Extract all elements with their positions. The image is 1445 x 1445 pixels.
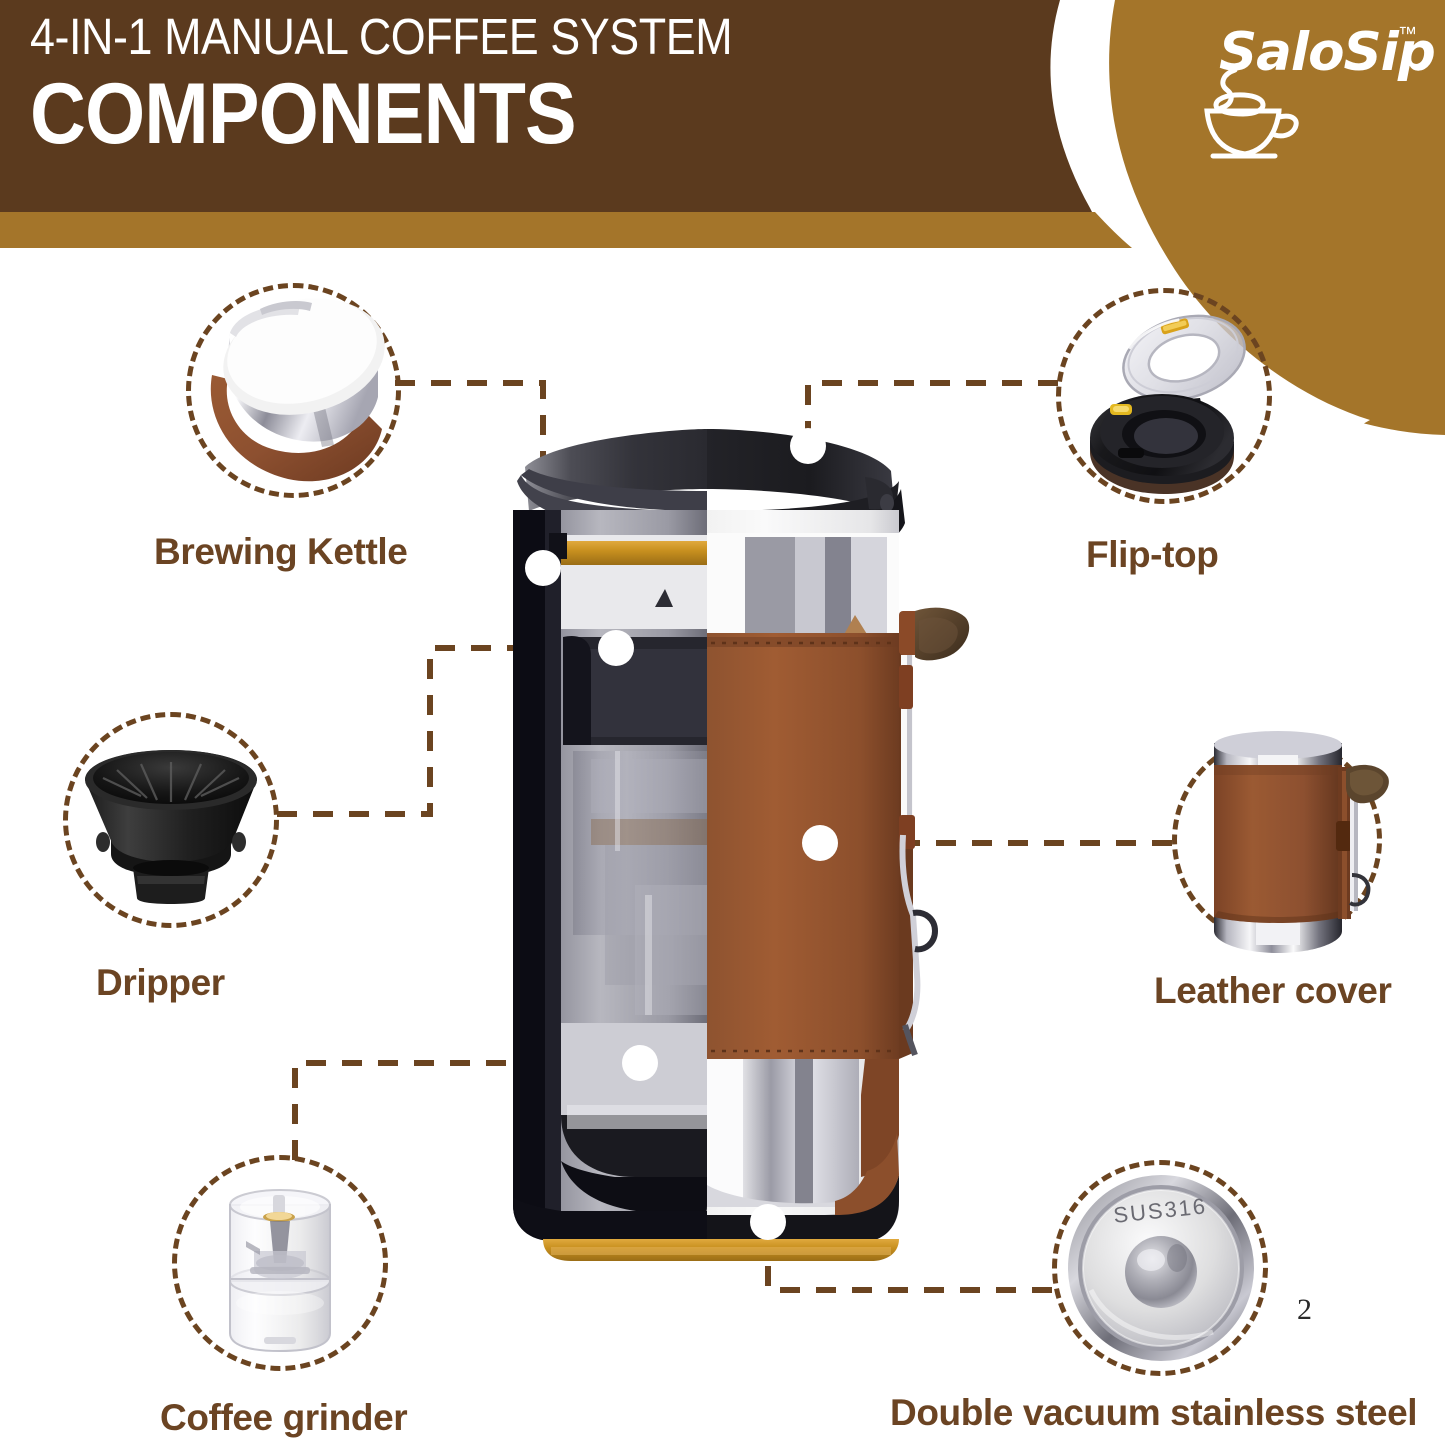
coffee-system-cutaway <box>495 415 970 1270</box>
brewing-kettle-thumbnail <box>210 298 385 482</box>
vacuum-base-thumbnail: SUS316 <box>1068 1175 1254 1361</box>
coffee-grinder-thumbnail <box>229 1189 331 1353</box>
crank-handle <box>899 607 970 1056</box>
coffee-grinder-circle <box>172 1155 388 1371</box>
double-vacuum-label: Double vacuum stainless steel <box>890 1392 1418 1433</box>
header-title-block: 4-IN-1 MANUAL COFFEE SYSTEM COMPONENTS <box>30 10 1070 157</box>
hotspot-coffee-grinder <box>622 1045 658 1081</box>
dripper-label: Dripper <box>96 962 225 1003</box>
leather-cover-label: Leather cover <box>1154 970 1392 1011</box>
hotspot-leather-cover <box>802 825 838 861</box>
hotspot-dripper <box>598 630 634 666</box>
header-eyebrow: 4-IN-1 MANUAL COFFEE SYSTEM <box>30 8 733 65</box>
brand-wordmark: SaloSip <box>1219 22 1436 83</box>
flip-top-label: Flip-top <box>1086 534 1219 575</box>
leather-cover-thumbnail <box>1214 731 1389 953</box>
hotspot-brewing-kettle <box>525 550 561 586</box>
dripper-thumbnail <box>85 750 257 904</box>
page-title: COMPONENTS <box>30 66 577 163</box>
trademark-symbol: ™ <box>1398 24 1417 45</box>
double-vacuum-circle <box>1052 1160 1268 1376</box>
brand-lockup: SaloSip ™ <box>1183 14 1436 164</box>
hotspot-vacuum-base <box>750 1204 786 1240</box>
callout-coffee-grinder[interactable]: Coffee grinder <box>160 1155 432 1445</box>
flip-top-thumbnail <box>1090 314 1246 494</box>
callout-leather-cover[interactable]: Leather cover <box>1154 720 1422 1020</box>
brewing-kettle-label: Brewing Kettle <box>154 531 408 572</box>
coffee-cup-icon <box>1204 67 1299 159</box>
callout-dripper[interactable]: Dripper <box>63 712 303 1012</box>
inner-steel-bottle <box>707 1055 859 1207</box>
dripper-circle <box>63 712 279 928</box>
coffee-grinder-label: Coffee grinder <box>160 1397 408 1438</box>
hotspot-flip-top <box>790 428 826 464</box>
callout-flip-top[interactable]: Flip-top <box>1056 288 1306 598</box>
page-number: 2 <box>1297 1293 1312 1326</box>
flip-top-circle <box>1056 288 1272 504</box>
hotspot-group <box>525 428 838 1240</box>
brewing-kettle-circle <box>186 283 401 498</box>
callout-brewing-kettle[interactable]: Brewing Kettle <box>154 283 418 593</box>
callout-double-vacuum[interactable]: SUS316 Double vacuum stainless steel <box>890 1160 1418 1445</box>
